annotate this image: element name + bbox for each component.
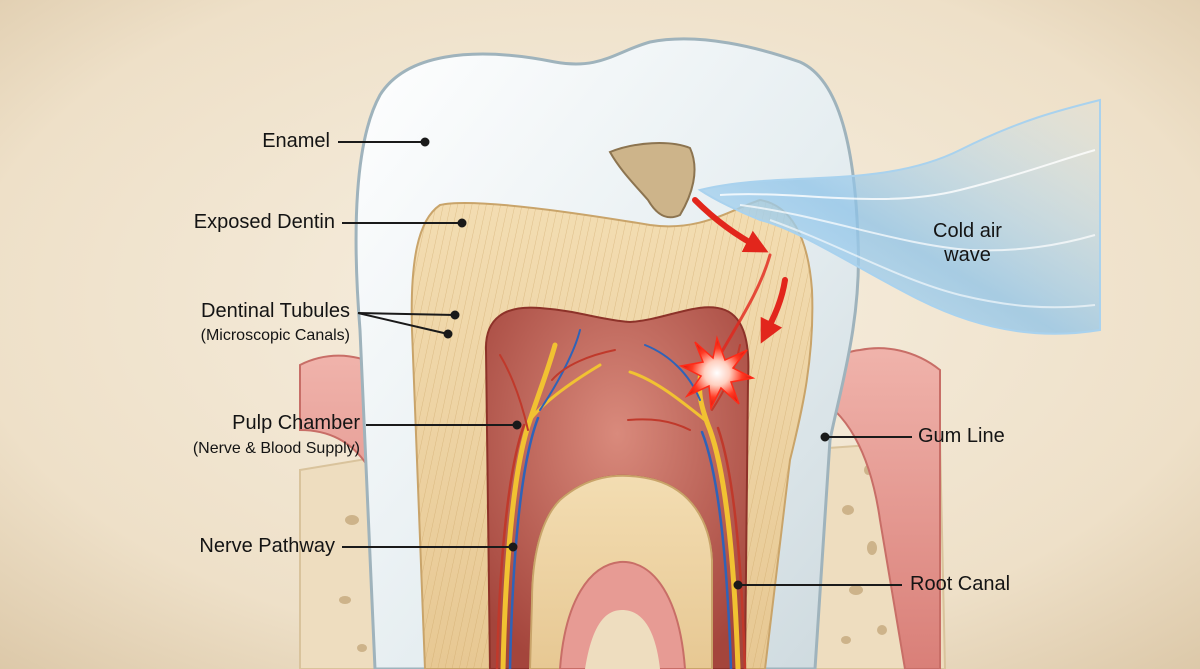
label-pulp-chamber-sub: (Nerve & Blood Supply) [192, 440, 360, 457]
label-nerve-pathway: Nerve Pathway [199, 535, 335, 557]
cold-air-wave-shape [697, 98, 1101, 335]
label-dentinal-tubules-sub: (Microscopic Canals) [200, 327, 350, 344]
pain-burst-icon [678, 335, 756, 411]
pain-signal-arrows [692, 197, 788, 357]
label-cold-air-line1: Cold air [933, 220, 1002, 242]
label-pulp-chamber: Pulp Chamber [232, 412, 360, 434]
label-dentinal-tubules: Dentinal Tubules [201, 300, 350, 322]
leader-lines [338, 137, 912, 590]
label-cold-air-line2: wave [944, 244, 991, 266]
label-enamel: Enamel [262, 130, 330, 152]
label-gum-line: Gum Line [918, 425, 1005, 447]
label-exposed-dentin: Exposed Dentin [193, 211, 335, 233]
cavity-decay [608, 142, 696, 219]
label-root-canal: Root Canal [910, 573, 1011, 595]
